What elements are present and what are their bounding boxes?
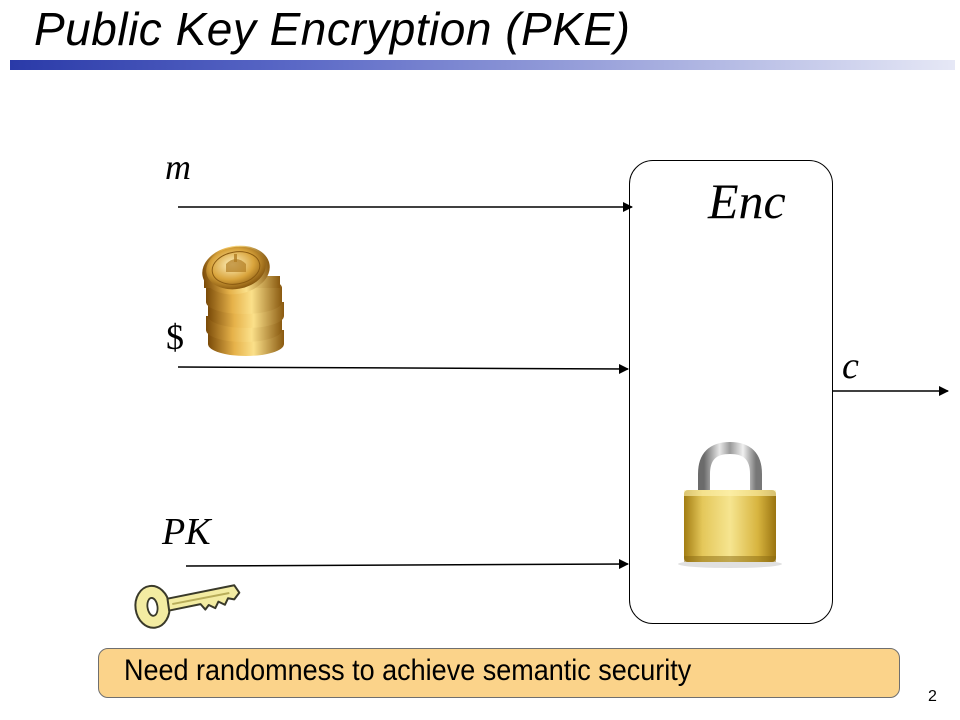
note-box — [98, 648, 900, 698]
padlock-icon — [678, 441, 782, 568]
arrow-pk — [185, 559, 629, 570]
input-label-m: m — [165, 147, 191, 187]
page-number: 2 — [928, 688, 937, 705]
input-label-randomness: $ — [166, 317, 184, 357]
coin-stack-icon — [202, 245, 284, 356]
note-text: Need randomness to achieve semantic secu… — [124, 654, 692, 687]
output-label-c: c — [842, 345, 859, 387]
title-underline — [10, 60, 955, 70]
enc-label: Enc — [708, 173, 786, 229]
key-icon — [134, 584, 241, 629]
input-label-pk: PK — [162, 511, 211, 553]
page-title: Public Key Encryption (PKE) — [34, 3, 631, 55]
arrow-randomness — [177, 363, 629, 374]
